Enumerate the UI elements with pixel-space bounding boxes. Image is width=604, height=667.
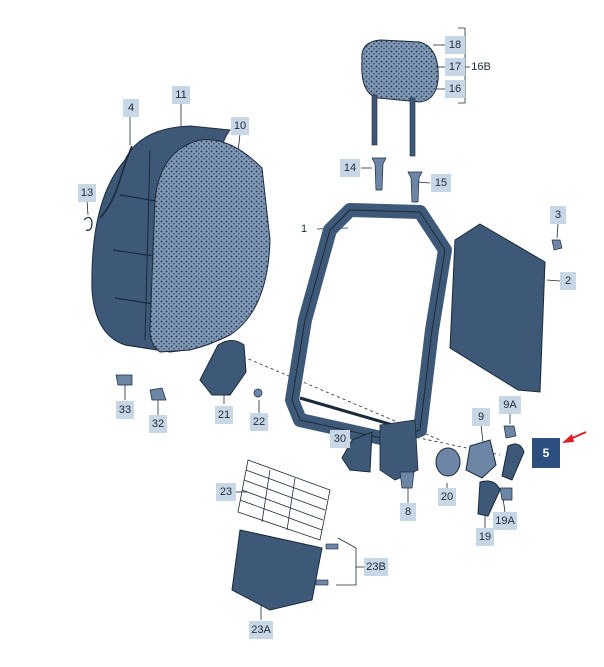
pin (503, 425, 517, 439)
rear-panel (449, 223, 546, 393)
clip (83, 216, 93, 231)
mechanism (465, 439, 497, 479)
cap (499, 487, 513, 501)
backrest-cover (149, 139, 271, 353)
highlight-arrow-icon (562, 431, 587, 443)
lumbar-support (231, 529, 323, 611)
part-label-4[interactable]: 4 (123, 99, 139, 117)
clip-32 (149, 387, 167, 401)
part-label-17[interactable]: 17 (445, 58, 465, 76)
part-label-1[interactable]: 1 (300, 223, 308, 235)
knob (435, 447, 461, 477)
part-label-16[interactable]: 16 (445, 80, 465, 98)
headrest-guides (371, 157, 423, 203)
part-label-10[interactable]: 10 (231, 117, 249, 135)
part-label-9[interactable]: 9 (472, 408, 490, 426)
part-label-11[interactable]: 11 (172, 86, 190, 104)
part-label-23[interactable]: 23 (216, 483, 236, 501)
part-label-9a[interactable]: 9A (499, 396, 521, 414)
part-label-33[interactable]: 33 (116, 401, 134, 419)
part-label-19[interactable]: 19 (476, 528, 494, 546)
release-handle (501, 443, 525, 481)
part-label-21[interactable]: 21 (215, 406, 233, 424)
bracket (199, 340, 247, 396)
part-label-5-highlighted[interactable]: 5 (532, 438, 560, 468)
seat-back-frame (285, 203, 452, 481)
wire-spring (99, 145, 133, 219)
part-label-30[interactable]: 30 (330, 430, 350, 448)
part-label-13[interactable]: 13 (78, 184, 96, 202)
part-label-22[interactable]: 22 (250, 413, 268, 431)
part-label-3[interactable]: 3 (550, 206, 566, 224)
part-label-19a[interactable]: 19A (493, 512, 517, 530)
part-label-20[interactable]: 20 (438, 488, 456, 506)
part-label-16b[interactable]: 16B (471, 61, 491, 73)
part-label-2[interactable]: 2 (560, 272, 576, 290)
headrest (361, 39, 439, 157)
part-label-18[interactable]: 18 (445, 36, 465, 54)
part-label-32[interactable]: 32 (149, 415, 167, 433)
spring-mat (237, 459, 331, 541)
clip-33 (115, 374, 133, 386)
part-label-23b[interactable]: 23B (364, 558, 388, 576)
lever (477, 480, 501, 517)
part-label-23a[interactable]: 23A (249, 621, 273, 639)
part-label-14[interactable]: 14 (340, 159, 360, 177)
screw (253, 388, 263, 398)
part-label-8[interactable]: 8 (400, 503, 416, 521)
part-label-15[interactable]: 15 (431, 174, 451, 192)
bolt (399, 471, 415, 489)
trim-piece (341, 431, 373, 473)
nut (551, 239, 563, 251)
